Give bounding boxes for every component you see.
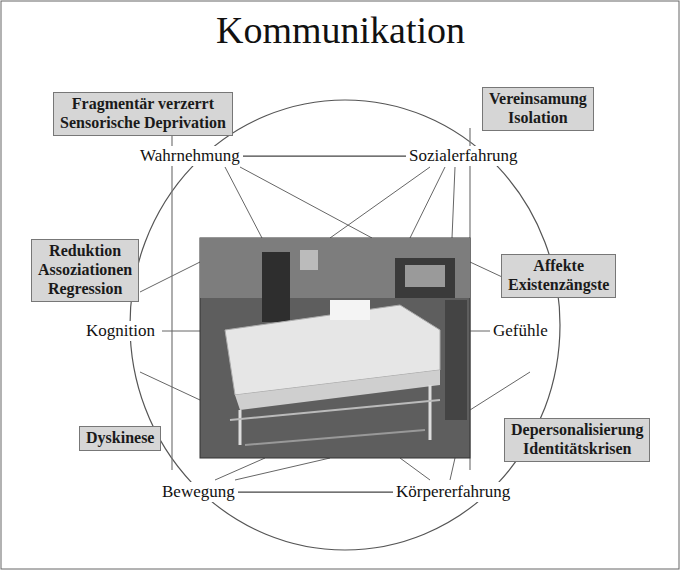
diagram-title: Kommunikation (0, 8, 681, 54)
hospital-bed-photo (200, 238, 470, 458)
node-text: Isolation (489, 109, 587, 128)
concept-label: Körpererfahrung (393, 482, 513, 502)
symptom-box: DepersonalisierungIdentitätskrisen (504, 418, 650, 462)
node-text: Regression (38, 280, 132, 299)
concept-label: Kognition (83, 321, 158, 341)
node-text: Vereinsamung (489, 90, 587, 109)
node-text: Depersonalisierung (511, 421, 643, 440)
node-text: Wahrnehmung (140, 146, 240, 166)
node-text: Dyskinese (86, 429, 154, 448)
symptom-box: Dyskinese (79, 426, 161, 451)
node-text: Reduktion (38, 242, 132, 261)
node-text: Sozialerfahrung (409, 146, 518, 166)
node-text: Identitätskrisen (511, 440, 643, 459)
node-text: Gefühle (493, 321, 548, 341)
node-text: Existenzängste (508, 276, 609, 295)
connector-line (243, 156, 406, 157)
symptom-box: AffekteExistenzängste (501, 254, 616, 298)
symptom-box: VereinsamungIsolation (482, 87, 594, 131)
node-text: Kognition (86, 321, 155, 341)
node-text: Assoziationen (38, 261, 132, 280)
concept-label: Gefühle (490, 321, 551, 341)
connector-line (238, 492, 393, 493)
symptom-box: Fragmentär verzerrtSensorische Deprivati… (53, 92, 233, 136)
symptom-box: ReduktionAssoziationenRegression (31, 239, 139, 302)
vertical-line (171, 128, 172, 470)
node-text: Körpererfahrung (396, 482, 510, 502)
node-text: Fragmentär verzerrt (60, 95, 226, 114)
concept-label: Sozialerfahrung (406, 146, 521, 166)
node-text: Sensorische Deprivation (60, 114, 226, 133)
radial-lines (140, 167, 530, 480)
concept-label: Bewegung (159, 482, 238, 502)
circle-outline (130, 100, 560, 550)
node-text: Affekte (508, 257, 609, 276)
node-text: Bewegung (162, 482, 235, 502)
concept-label: Wahrnehmung (137, 146, 243, 166)
